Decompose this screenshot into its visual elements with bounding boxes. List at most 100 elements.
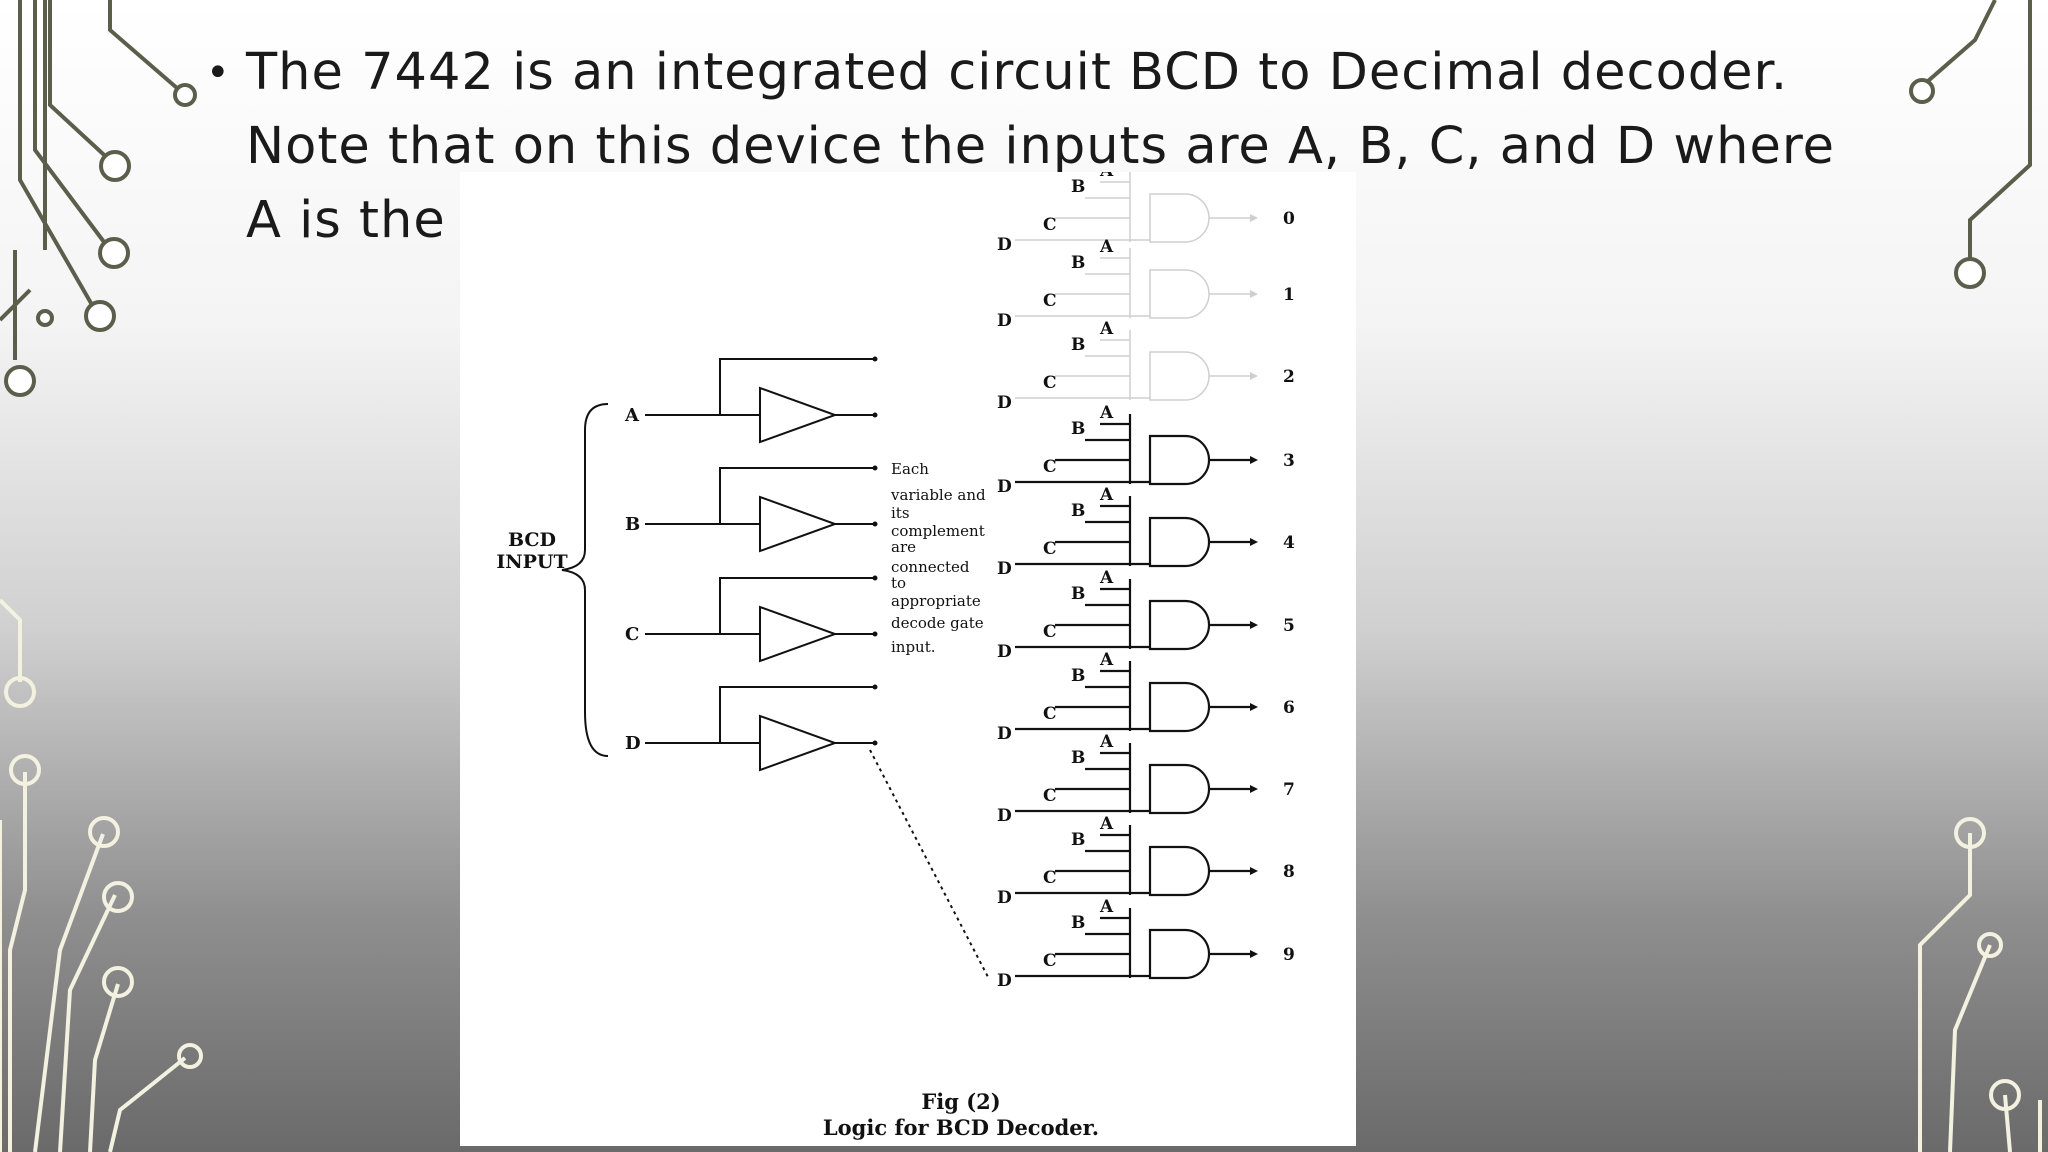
gate-input-label-c: C: [1043, 457, 1057, 477]
caption-line1: Fig (2): [921, 1089, 1000, 1114]
and-gate-body: [1149, 351, 1210, 401]
wire-end-dot: [872, 684, 878, 690]
output-arrow: [1250, 867, 1258, 875]
gate-input-label-d: D: [997, 642, 1012, 662]
note-text-line: to: [891, 574, 906, 592]
gate-input-label-b: B: [1071, 913, 1085, 933]
inverter-triangle: [759, 605, 838, 663]
true-output-wire: [719, 686, 875, 743]
group-label-line2: INPUT: [496, 551, 567, 573]
and-gate-body: [1148, 928, 1211, 980]
gate-input-label-b: B: [1071, 501, 1085, 521]
output-arrow: [1250, 456, 1258, 464]
output-label-7: 7: [1283, 780, 1295, 800]
output-arrow: [1250, 372, 1258, 380]
wire-end-dot: [872, 465, 878, 471]
note-text-line: appropriate: [891, 592, 981, 610]
gate-input-label-d: D: [997, 393, 1012, 413]
circuit-decoration-top-right: [1909, 0, 2032, 289]
and-gate-body: [1149, 193, 1210, 243]
output-arrow: [1250, 703, 1258, 711]
gate-input-label-a: A: [1099, 814, 1114, 834]
gate-input-label-c: C: [1043, 215, 1057, 235]
caption-line2: Logic for BCD Decoder.: [823, 1115, 1099, 1140]
circuit-decoration-bottom-right: [1918, 817, 2042, 1152]
gate-input-label-b: B: [1071, 419, 1085, 439]
and-gate-body: [1148, 845, 1211, 897]
note-text-line: decode gate: [891, 614, 984, 632]
note-text-line: its: [891, 504, 910, 522]
wire-end-dot: [872, 575, 878, 581]
gate-input-label-a: A: [1099, 403, 1114, 423]
output-label-5: 5: [1283, 616, 1295, 636]
dotted-connector: [869, 749, 989, 978]
gate-input-label-a: A: [1099, 897, 1114, 917]
input-label-a: A: [624, 405, 640, 426]
and-gate-body: [1149, 269, 1210, 319]
note-text-line: are: [891, 538, 916, 556]
gate-input-label-c: C: [1043, 786, 1057, 806]
gate-input-label-b: B: [1071, 335, 1085, 355]
output-label-3: 3: [1283, 451, 1295, 471]
gate-input-label-b: B: [1071, 177, 1085, 197]
true-output-wire: [719, 358, 875, 415]
note-text-line: Each: [891, 460, 929, 478]
note-text-line: connected: [891, 558, 970, 576]
true-output-wire: [719, 577, 875, 634]
note-text-line: input.: [891, 638, 936, 656]
gate-input-label-d: D: [997, 971, 1012, 991]
input-label-c: C: [625, 624, 639, 645]
inverter-triangle: [759, 495, 838, 553]
output-arrow: [1250, 290, 1258, 298]
wire-end-dot: [872, 356, 878, 362]
gate-input-label-c: C: [1043, 539, 1057, 559]
gate-input-label-a: A: [1099, 485, 1114, 505]
gate-input-label-d: D: [997, 235, 1012, 255]
output-arrow: [1250, 538, 1258, 546]
gate-input-label-c: C: [1043, 291, 1057, 311]
bullet-point: • The 7442 is an integrated circuit BCD …: [206, 36, 1856, 258]
output-label-9: 9: [1283, 945, 1295, 965]
gate-input-label-a: A: [1099, 732, 1114, 752]
output-label-4: 4: [1283, 533, 1295, 553]
gate-input-label-b: B: [1071, 748, 1085, 768]
and-gate-body: [1148, 516, 1211, 568]
gate-input-label-a: A: [1099, 237, 1114, 257]
gate-input-label-c: C: [1043, 951, 1057, 971]
gate-input-label-a: A: [1099, 319, 1114, 339]
gate-input-label-d: D: [997, 311, 1012, 331]
output-arrow: [1250, 950, 1258, 958]
group-label-line1: BCD: [508, 529, 556, 551]
output-arrow: [1250, 785, 1258, 793]
gate-input-label-d: D: [997, 477, 1012, 497]
output-label-6: 6: [1283, 698, 1295, 718]
output-arrow: [1250, 621, 1258, 629]
and-gate-body: [1148, 681, 1211, 733]
gate-input-label-c: C: [1043, 373, 1057, 393]
inverter-triangle: [759, 714, 838, 772]
gate-input-label-b: B: [1071, 584, 1085, 604]
and-gate-body: [1148, 434, 1211, 486]
bullet-glyph: •: [206, 50, 231, 96]
output-label-0: 0: [1283, 209, 1295, 229]
gate-input-label-d: D: [997, 888, 1012, 908]
gate-input-label-a: A: [1099, 172, 1114, 181]
wire-end-dot: [872, 521, 878, 527]
gate-input-label-b: B: [1071, 830, 1085, 850]
gate-input-label-c: C: [1043, 704, 1057, 724]
wire-end-dot: [872, 412, 878, 418]
gate-input-label-c: C: [1043, 622, 1057, 642]
gate-input-label-d: D: [997, 806, 1012, 826]
input-brace: [561, 403, 609, 757]
output-label-8: 8: [1283, 862, 1295, 882]
gate-input-label-c: C: [1043, 868, 1057, 888]
wire-end-dot: [872, 740, 878, 746]
output-arrow: [1250, 214, 1258, 222]
gate-input-label-a: A: [1099, 650, 1114, 670]
inverter-triangle: [759, 386, 838, 444]
gate-input-label-b: B: [1071, 666, 1085, 686]
true-output-wire: [719, 467, 875, 524]
note-text-line: variable and: [890, 486, 986, 504]
